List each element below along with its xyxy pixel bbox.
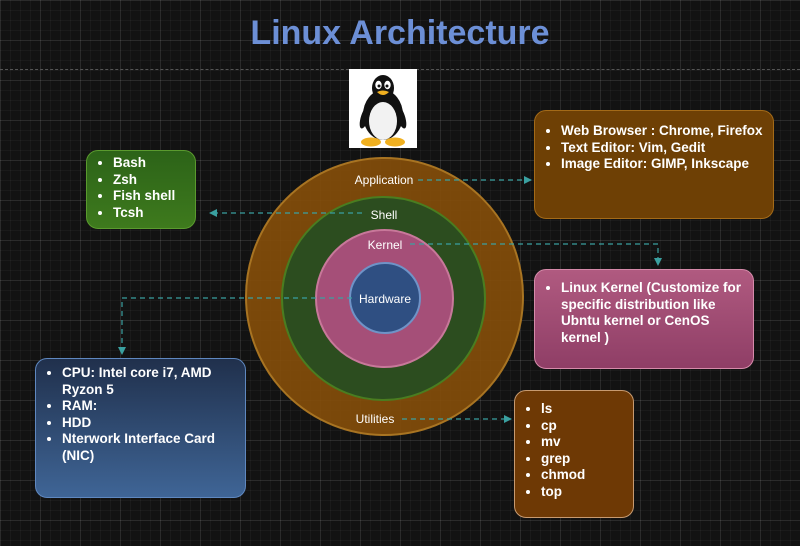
application-label: Application [354,173,414,187]
list-item: CPU: Intel core i7, AMD Ryzon 5 [62,365,235,398]
utilities-card: ls cp mv grep chmod top [514,390,634,518]
list-item: top [541,484,623,501]
hardware-card: CPU: Intel core i7, AMD Ryzon 5 RAM: HDD… [35,358,246,498]
list-item: cp [541,418,623,435]
utilities-label: Utilities [355,412,395,426]
diagram-title: Linux Architecture [250,14,550,52]
hardware-ring [349,262,421,334]
tux-penguin-icon [349,69,417,148]
hardware-label: Hardware [358,292,412,306]
kernel-to-kernel-card-arrow [410,243,662,266]
list-item: Image Editor: GIMP, Inkscape [561,156,763,173]
list-item: Zsh [113,172,185,189]
kernel-label: Kernel [367,238,403,252]
list-item: Fish shell [113,188,185,205]
list-item: ls [541,401,623,418]
list-item: Text Editor: Vim, Gedit [561,140,763,157]
list-item: grep [541,451,623,468]
list-item: HDD [62,415,235,432]
hardware-to-hardware-card-arrow [118,297,352,355]
list-item: Web Browser : Chrome, Firefox [561,123,763,140]
shell-label: Shell [370,208,398,222]
applications-card: Web Browser : Chrome, Firefox Text Edito… [534,110,774,219]
list-item: Linux Kernel (Customize for specific dis… [561,280,743,346]
list-item: RAM: [62,398,235,415]
shells-card: Bash Zsh Fish shell Tcsh [86,150,196,229]
list-item: Tcsh [113,205,185,222]
list-item: Nterwork Interface Card (NIC) [62,431,235,464]
list-item: Bash [113,155,185,172]
kernel-card: Linux Kernel (Customize for specific dis… [534,269,754,369]
list-item: chmod [541,467,623,484]
list-item: mv [541,434,623,451]
